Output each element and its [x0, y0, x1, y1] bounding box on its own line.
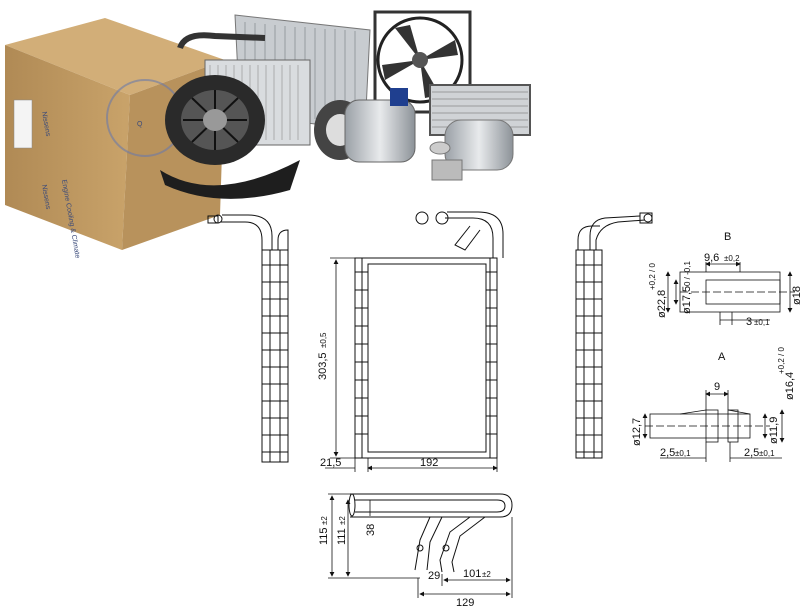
detail-a-right: 2,5 [744, 447, 759, 459]
dim-depth-inner-tol: ±2 [338, 516, 347, 525]
detail-a-left: 2,5 [660, 447, 675, 459]
product-box: Q Nissens Nissens Engine Cooling & Clima… [5, 18, 225, 259]
product-fan [373, 10, 472, 114]
detail-b-d3: ø18 [791, 286, 803, 305]
detail-b-gap: 3 [746, 316, 752, 328]
detail-b-d1-tol: +0,2 / 0 [648, 263, 657, 290]
dim-bottom-total: 129 [456, 597, 474, 609]
box-brand-text: Nissens [40, 111, 51, 137]
box-seal-text: Q [137, 121, 143, 128]
dim-height-tol: ±0,5 [319, 332, 328, 348]
dim-width: 192 [420, 457, 438, 469]
dim-bottom-right-tol: ±2 [482, 570, 491, 579]
detail-a-w: 9 [714, 381, 720, 393]
dimension-lines-top [328, 493, 513, 598]
product-blower-motor [160, 75, 300, 199]
dim-height: 303,5 [317, 352, 329, 380]
detail-a-d1: ø16,4 [784, 372, 796, 400]
dim-bottom-left: 29 [428, 570, 440, 582]
side-view-left [207, 214, 289, 463]
detail-b-label: B [724, 231, 731, 243]
detail-a-d1-tol: +0,2 / 0 [777, 347, 786, 374]
detail-b-len-tol: ±0,2 [724, 254, 740, 263]
dim-depth-total-tol: ±2 [320, 516, 329, 525]
detail-b-len: 9,6 [704, 252, 719, 264]
detail-a-right-tol: ±0,1 [759, 449, 775, 458]
detail-b-d1: ø22,8 [656, 290, 668, 318]
dimension-lines-front [325, 257, 498, 472]
box-brand-text-2: Nissens [40, 184, 51, 210]
detail-b-d2-tol: 0 / -0,1 [683, 261, 692, 286]
detail-a-d2: ø11,9 [768, 417, 780, 444]
box-barcode-label [13, 99, 33, 149]
dim-depth-inner: 111 [336, 528, 348, 545]
product-compressor [314, 88, 416, 163]
top-view [348, 493, 513, 573]
product-dryer [429, 119, 514, 181]
detail-b-drawing [665, 261, 795, 325]
dim-bottom-right: 101 [463, 568, 481, 580]
front-view [354, 211, 504, 459]
detail-a-drawing [642, 390, 785, 462]
detail-b-d2: ø17,5 [681, 286, 693, 314]
detail-a-label: A [718, 351, 726, 363]
dim-depth-total: 115 [318, 527, 330, 545]
detail-a-d3: ø12,7 [631, 418, 643, 446]
detail-b-gap-tol: ±0,1 [754, 318, 770, 327]
detail-a-left-tol: ±0,1 [675, 449, 691, 458]
dim-pipe-spacing: 38 [365, 524, 377, 536]
dim-offset: 21,5 [320, 457, 341, 469]
side-view-right [575, 212, 653, 459]
